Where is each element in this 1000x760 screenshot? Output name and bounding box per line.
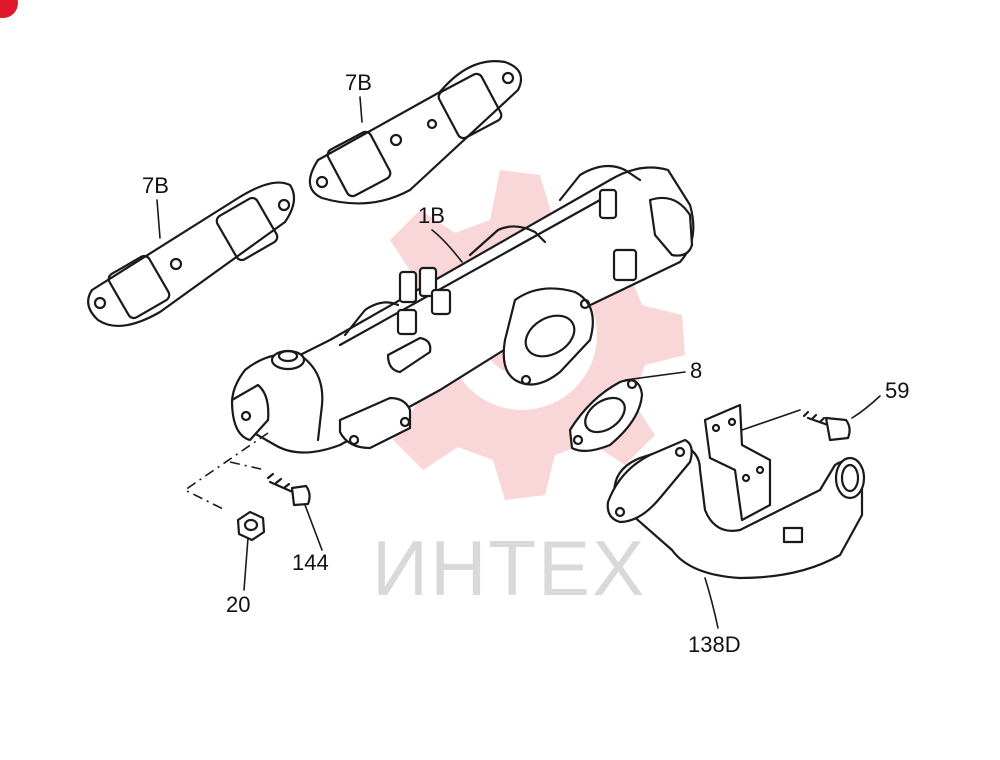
bolt-lower	[266, 472, 311, 507]
assembly-line-nut	[183, 432, 269, 511]
leader-manifold	[431, 229, 463, 263]
corner-badge	[0, 0, 18, 18]
bolt-bracket	[741, 409, 851, 442]
callout-flange-gasket: 8	[690, 358, 702, 383]
watermark-text: ИНТЕХ	[372, 524, 646, 612]
gasket-lower	[87, 181, 296, 327]
exhaust-pipe	[606, 403, 866, 580]
leader-flange-gasket	[624, 371, 686, 381]
nut	[236, 510, 266, 542]
callout-bolt-lower: 144	[292, 550, 329, 575]
leader-pipe	[704, 577, 719, 629]
flange-gasket	[568, 378, 644, 452]
leader-gasket-lower	[156, 199, 161, 239]
leader-bolt-bracket	[851, 395, 881, 419]
leader-nut	[243, 537, 249, 591]
callout-nut: 20	[226, 592, 250, 617]
callout-gasket-upper: 7B	[345, 70, 372, 95]
callout-gasket-lower: 7B	[142, 173, 169, 198]
leader-bolt-lower	[304, 504, 323, 551]
callout-manifold: 1B	[418, 203, 445, 228]
exhaust-manifold	[230, 164, 695, 454]
gasket-upper	[308, 60, 523, 205]
assembly-line-bolt	[229, 461, 266, 471]
callout-bolt-bracket: 59	[885, 378, 909, 403]
callout-pipe: 138D	[688, 632, 741, 657]
leader-gasket-upper	[359, 96, 363, 123]
